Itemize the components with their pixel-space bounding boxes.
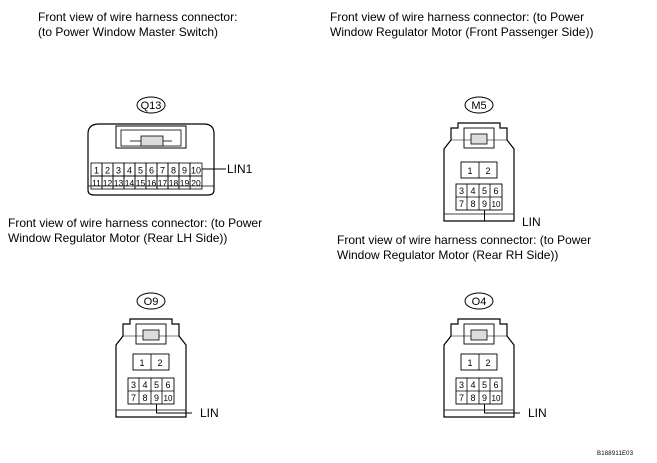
lin1-label: LIN1 [227, 162, 253, 176]
caption-m5-line-2: Window Regulator Motor (Front Passenger … [330, 25, 594, 39]
connector-housing [87, 123, 215, 196]
pin-number: 15 [136, 178, 146, 188]
connector-id-badge [464, 96, 494, 114]
pin-number: 1 [94, 166, 99, 176]
pin-number: 5 [482, 380, 487, 390]
pin-number: 8 [171, 166, 176, 176]
pin-number: 6 [149, 166, 154, 176]
pin-number: 20 [191, 178, 201, 188]
pin-number: 4 [470, 186, 475, 196]
caption-q13-line-1: Front view of wire harness connector: [38, 10, 238, 24]
connector-housing [443, 318, 515, 418]
pin-number: 4 [470, 380, 475, 390]
cavity-row-2: 11 12 13 14 15 16 17 18 19 20 [90, 175, 203, 190]
pin-number: 10 [492, 394, 501, 403]
pin-number: 12 [103, 178, 113, 188]
pin-number: 8 [470, 199, 475, 209]
pin-number: 19 [180, 178, 190, 188]
pin-number: 2 [105, 166, 110, 176]
pin-number: 7 [160, 166, 165, 176]
caption-m5-line-1: Front view of wire harness connector: (t… [330, 10, 585, 24]
figure-code: B188911E03 [597, 451, 634, 457]
pin-number: 16 [147, 178, 157, 188]
pin-number: 13 [114, 178, 124, 188]
connector-q13: Q13 1 2 3 4 5 6 7 8 9 [87, 96, 253, 196]
connector-latch [463, 127, 495, 149]
connector-id-badge [136, 96, 166, 114]
cavity [189, 175, 203, 190]
connector-o9: O9 1 2 3 4 5 6 7 8 9 10 LIN [115, 292, 219, 420]
connector-id: O9 [144, 296, 159, 308]
pin-number: 2 [485, 166, 490, 176]
connector-id: O4 [472, 296, 487, 308]
latch-tab [470, 329, 488, 341]
connector-housing [443, 122, 515, 222]
lin-leader-line [156, 404, 192, 414]
pin-number: 3 [131, 380, 136, 390]
pin-number: 8 [470, 393, 475, 403]
connector-id-badge [464, 292, 494, 310]
pin-number: 7 [459, 393, 464, 403]
caption-o9: Front view of wire harness connector: (t… [8, 216, 262, 246]
pin-number: 3 [459, 380, 464, 390]
connector-latch [135, 323, 167, 345]
pin-number: 2 [157, 358, 162, 368]
pin-number: 6 [493, 186, 498, 196]
pin-number: 7 [131, 393, 136, 403]
pin-number: 9 [182, 166, 187, 176]
lin-leader-line [484, 210, 512, 222]
connector-id-badge [136, 292, 166, 310]
lin-label: LIN [522, 215, 541, 229]
pin-number: 1 [467, 166, 472, 176]
pin-number: 5 [482, 186, 487, 196]
cavity-row-1: 1 2 3 4 5 6 7 8 9 10 [90, 162, 203, 177]
caption-o4-line-1: Front view of wire harness connector: (t… [337, 233, 592, 247]
caption-o4-line-2: Window Regulator Motor (Rear RH Side)) [337, 248, 559, 262]
connector-housing [115, 318, 187, 418]
pin-number: 5 [138, 166, 143, 176]
pin-number: 17 [158, 178, 168, 188]
pin-number: 6 [165, 380, 170, 390]
caption-o9-line-1: Front view of wire harness connector: (t… [8, 216, 263, 230]
connector-id: Q13 [141, 100, 162, 112]
connector-o4: O4 1 2 3 4 5 6 7 8 9 10 LIN [443, 292, 547, 420]
pin-number: 14 [125, 178, 135, 188]
latch-tab [140, 135, 164, 147]
pin-number: 4 [142, 380, 147, 390]
pin-number: 9 [482, 199, 487, 209]
lin-label: LIN [200, 406, 219, 420]
caption-q13-line-2: (to Power Window Master Switch) [38, 25, 219, 39]
latch-tab [470, 133, 488, 145]
pin-number: 1 [467, 358, 472, 368]
pin-number: 3 [459, 186, 464, 196]
caption-o4: Front view of wire harness connector: (t… [337, 233, 591, 263]
pin-number: 10 [492, 200, 501, 209]
pin-number: 18 [169, 178, 179, 188]
pin-number: 5 [154, 380, 159, 390]
pin-number: 9 [154, 393, 159, 403]
connector-latch [115, 125, 187, 149]
pin-number: 1 [139, 358, 144, 368]
caption-m5: Front view of wire harness connector: (t… [330, 10, 593, 40]
lin-leader-line [484, 404, 520, 414]
pin-number: 10 [191, 166, 201, 176]
pin-number: 4 [127, 166, 132, 176]
connector-id: M5 [471, 100, 486, 112]
latch-tab [142, 329, 160, 341]
lin-label: LIN [528, 406, 547, 420]
pin-number: 3 [116, 166, 121, 176]
pin-number: 6 [493, 380, 498, 390]
pin-number: 9 [482, 393, 487, 403]
pin-number: 10 [164, 394, 173, 403]
connector-latch [463, 323, 495, 345]
pin-number: 7 [459, 199, 464, 209]
pin-number: 11 [92, 178, 101, 188]
pin-number: 8 [142, 393, 147, 403]
pin-number: 2 [485, 358, 490, 368]
caption-q13: Front view of wire harness connector: (t… [38, 10, 237, 40]
caption-o9-line-2: Window Regulator Motor (Rear LH Side)) [8, 231, 228, 245]
connector-m5: M5 1 2 3 4 5 6 7 8 9 10 LIN [443, 96, 541, 229]
